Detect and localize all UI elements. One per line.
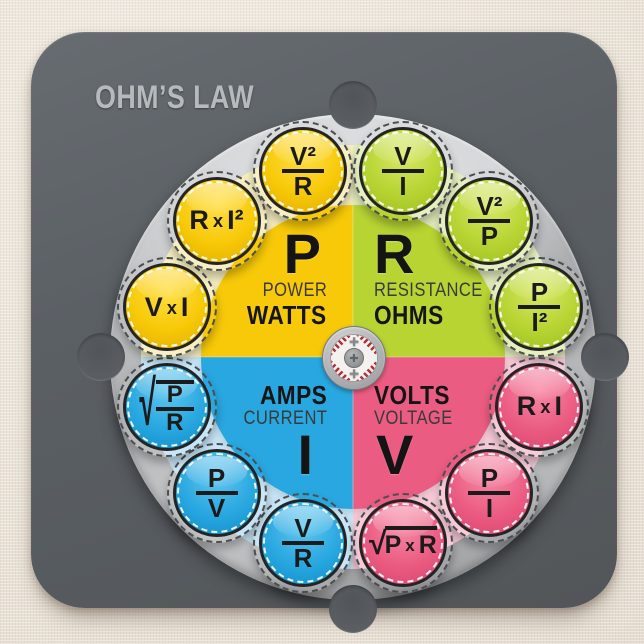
- wheel-notch-right: [581, 333, 629, 381]
- quadrant-symbol: I: [297, 423, 313, 486]
- quadrant-voltage: VOLTS VOLTAGE V: [374, 380, 549, 486]
- wheel-notch-left: [77, 333, 125, 381]
- coaster: OHM’S LAW P POWER WATTS R RESISTANCE OHM…: [31, 32, 629, 633]
- coaster-title: OHM’S LAW: [95, 79, 255, 115]
- quadrant-unit: OHMS: [374, 300, 444, 330]
- quadrant-symbol: V: [376, 423, 414, 486]
- quadrant-name: CURRENT: [243, 408, 327, 429]
- ohms-law-wheel: P POWER WATTS R RESISTANCE OHMS AMPS CUR…: [77, 81, 629, 633]
- quadrant-current: AMPS CURRENT I: [152, 380, 327, 486]
- quadrant-name: VOLTAGE: [374, 408, 453, 429]
- plus-screw-icon: ✚: [348, 335, 360, 349]
- quadrant-unit: VOLTS: [374, 380, 450, 410]
- center-hub-screw-icon: ✚ ✚ ✚: [322, 326, 386, 390]
- quadrant-unit: AMPS: [259, 380, 327, 410]
- quadrant-power: P POWER WATTS: [152, 222, 327, 330]
- wheel-notch-top: [329, 81, 377, 129]
- center-screw-icon: ✚: [344, 348, 364, 368]
- plus-screw-icon: ✚: [348, 367, 360, 381]
- quadrant-name: RESISTANCE: [374, 280, 483, 301]
- quadrant-symbol: P: [283, 222, 321, 285]
- wheel-notch-bottom: [329, 585, 377, 633]
- quadrant-resistance: R RESISTANCE OHMS: [374, 222, 549, 330]
- quadrant-unit: WATTS: [247, 300, 327, 330]
- quadrant-name: POWER: [262, 280, 327, 301]
- quadrant-symbol: R: [374, 222, 415, 285]
